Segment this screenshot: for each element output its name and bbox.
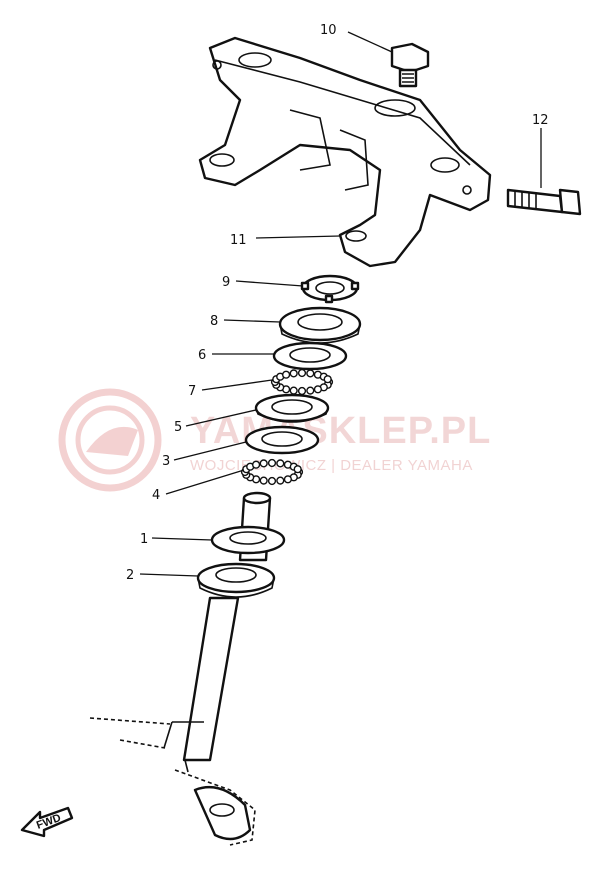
watermark-logo-icon xyxy=(58,388,162,492)
watermark: YAMASKLEP.PL WOJCIECHOWICZ | DEALER YAMA… xyxy=(58,388,491,492)
part-6-bearing-race xyxy=(272,341,348,371)
callout-9: 9 xyxy=(222,275,230,290)
callout-2: 2 xyxy=(126,568,134,583)
part-9-ring-nut xyxy=(300,274,360,304)
bearing-ball xyxy=(306,369,315,378)
part-5-bearing-race xyxy=(254,393,330,423)
bearing-ball xyxy=(297,368,307,378)
bearing-ball xyxy=(267,476,277,486)
bearing-ball xyxy=(297,386,307,396)
bearing-ball xyxy=(282,370,291,379)
part-1-2-stem-assembly xyxy=(89,491,286,846)
callout-7: 7 xyxy=(188,384,196,399)
leader-lines xyxy=(139,31,542,577)
callout-8: 8 xyxy=(210,314,218,329)
part-4-ball-ring xyxy=(240,458,304,486)
part-8-cover xyxy=(278,306,362,344)
callouts: 10 12 11 9 8 6 7 5 3 4 1 2 xyxy=(126,23,549,583)
bearing-ball xyxy=(289,369,298,378)
callout-12: 12 xyxy=(532,113,549,128)
callout-11: 11 xyxy=(230,233,247,248)
bearing-ball xyxy=(259,459,268,468)
bearing-ball xyxy=(283,475,293,484)
callout-6: 6 xyxy=(198,348,206,363)
bearing-ball xyxy=(293,465,302,474)
callout-3: 3 xyxy=(162,454,170,469)
part-10-bolt xyxy=(390,42,430,88)
part-7-ball-ring xyxy=(270,368,334,396)
bearing-ball xyxy=(306,386,315,395)
bearing-ball xyxy=(276,476,285,485)
bearing-ball xyxy=(259,476,268,485)
bearing-ball xyxy=(276,459,285,468)
bearing-ball xyxy=(313,385,323,394)
part-11-upper-bracket xyxy=(198,36,492,268)
watermark-brand: YAMASKLEP.PL xyxy=(190,410,491,452)
callout-10: 10 xyxy=(320,23,337,38)
watermark-tagline: WOJCIECHOWICZ | DEALER YAMAHA xyxy=(190,457,473,474)
callout-1: 1 xyxy=(140,532,148,547)
fwd-direction-arrow-icon: FWD xyxy=(20,806,74,838)
part-12-pinch-bolt xyxy=(506,188,582,216)
bearing-ball xyxy=(252,460,261,469)
callout-5: 5 xyxy=(174,420,182,435)
bearing-ball xyxy=(289,386,298,395)
part-3-bearing-race xyxy=(244,425,320,455)
bearing-ball xyxy=(267,458,277,468)
callout-4: 4 xyxy=(152,488,160,503)
bearing-ball xyxy=(323,375,332,384)
